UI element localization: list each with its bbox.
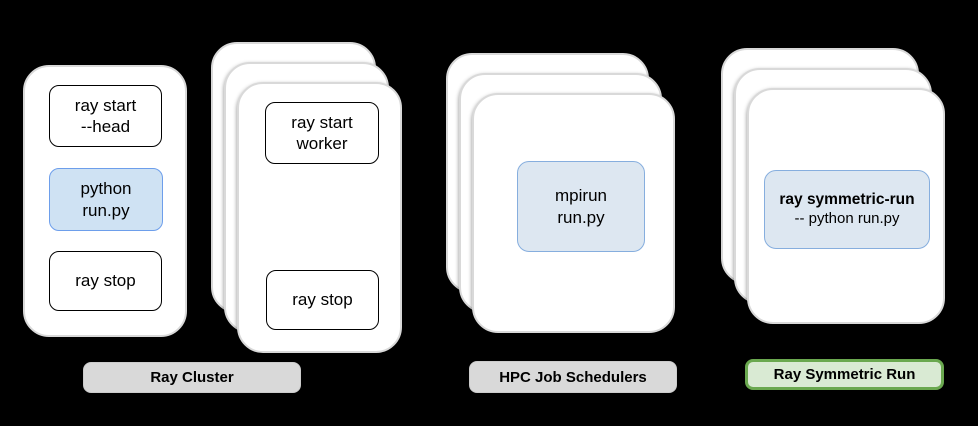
symmetric-run-stack: ray symmetric-run -- python run.py [721,48,945,324]
command-line: python [80,179,132,199]
command-line: ray start [291,112,353,132]
caption-label: HPC Job Schedulers [499,368,647,386]
command-line: run.py [557,207,605,227]
command-ray-start-worker: ray start worker [265,102,379,164]
command-mpirun: mpirun run.py [517,161,645,252]
head-node-card: ray start --head python run.py ray stop [23,65,187,337]
command-line: ray symmetric-run [779,191,915,209]
command-python-run: python run.py [49,168,163,231]
hpc-node-stack: mpirun run.py [446,53,675,333]
command-line: mpirun [555,186,607,206]
command-line: -- python run.py [794,209,900,227]
command-line: --head [80,117,131,136]
command-line: ray stop [292,290,353,310]
command-ray-stop: ray stop [49,251,162,311]
command-line: ray stop [75,271,136,291]
command-line: run.py [82,200,130,220]
caption-label: Ray Symmetric Run [773,366,916,383]
command-ray-start-head: ray start --head [49,85,162,147]
command-ray-stop-worker: ray stop [266,270,379,330]
worker-node-stack: ray start worker ray stop [211,42,402,353]
worker-node-card: ray start worker ray stop [237,82,402,353]
command-line: worker [296,134,348,153]
symmetric-run-card: ray symmetric-run -- python run.py [747,88,945,324]
caption-ray-cluster: Ray Cluster [83,362,301,393]
hpc-node-card: mpirun run.py [472,93,675,333]
command-line: ray start [74,95,137,115]
caption-ray-symmetric-run: Ray Symmetric Run [745,359,944,390]
command-ray-symmetric-run: ray symmetric-run -- python run.py [764,170,930,249]
caption-hpc-job-schedulers: HPC Job Schedulers [469,361,677,393]
caption-label: Ray Cluster [150,369,234,386]
